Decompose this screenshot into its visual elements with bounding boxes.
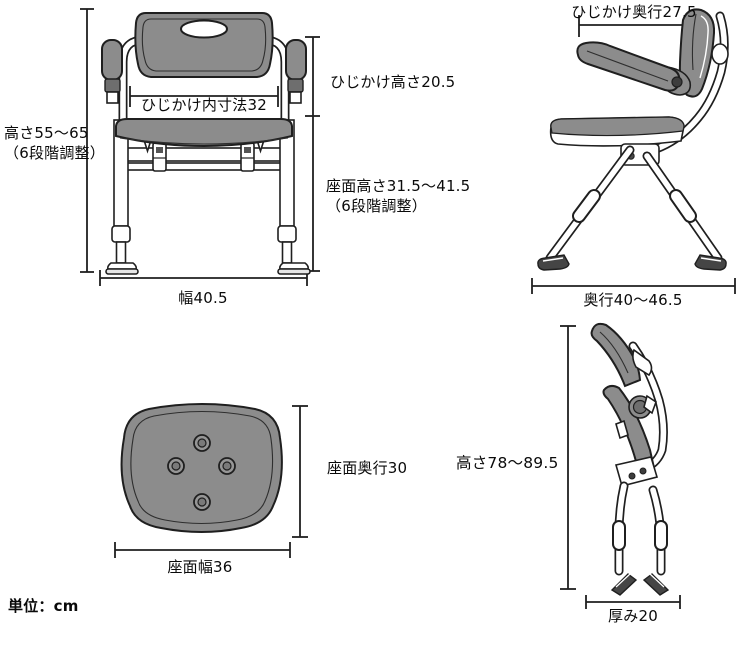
front-seat-height-note: （6段階調整） xyxy=(326,197,427,215)
seat-depth-dimension-line xyxy=(292,405,308,538)
folded-view-drawing xyxy=(560,322,681,609)
front-view-drawing xyxy=(80,8,320,286)
seat-top-art xyxy=(120,403,283,533)
side-depth-label: 奥行40〜46.5 xyxy=(583,291,683,309)
side-view-drawing xyxy=(531,8,736,294)
backrest-handle-hole xyxy=(180,19,228,39)
front-seat-height-label: 座面高さ31.5〜41.5 （6段階調整） xyxy=(326,176,470,216)
folded-height-dimension-line xyxy=(560,325,576,590)
front-height-value: 高さ55〜65 xyxy=(4,124,89,142)
armrest-pivot xyxy=(671,76,683,88)
front-height-dimension-line xyxy=(80,8,94,273)
unit-note: 単位：cm xyxy=(8,597,79,615)
seat-depth-label: 座面奥行30 xyxy=(327,459,408,477)
seat-width-label: 座面幅36 xyxy=(167,558,233,576)
front-legs xyxy=(105,119,311,275)
folded-height-label: 高さ78〜89.5 xyxy=(456,454,559,472)
left-armrest-pad xyxy=(101,39,123,81)
right-armrest-pad xyxy=(285,39,307,81)
side-legs xyxy=(545,145,723,263)
folded-thickness-dimension-line xyxy=(585,595,681,609)
front-right-dimension-line xyxy=(305,36,320,272)
front-width-label: 幅40.5 xyxy=(178,289,228,307)
drain-holes xyxy=(167,434,236,511)
front-height-label: 高さ55〜65 （6段階調整） xyxy=(4,123,105,163)
front-armrest-height-label: ひじかけ高さ20.5 xyxy=(330,73,456,91)
front-chair-art xyxy=(101,12,311,275)
side-armrest-depth-label: ひじかけ奥行27.5 xyxy=(571,3,697,21)
side-depth-dimension-line xyxy=(531,278,736,294)
front-armrest-inner-label: ひじかけ内寸法32 xyxy=(141,96,267,114)
folded-legs xyxy=(612,481,668,576)
side-chair-art xyxy=(537,8,729,271)
seat-width-dimension-line xyxy=(114,542,291,558)
front-height-note: （6段階調整） xyxy=(4,144,105,162)
seat-top-view-drawing xyxy=(114,403,308,558)
front-armrest-inner-dimension-line xyxy=(129,86,279,107)
folded-thickness-label: 厚み20 xyxy=(608,607,658,625)
folded-chair-art xyxy=(590,322,670,596)
front-seat-height-value: 座面高さ31.5〜41.5 xyxy=(326,177,471,195)
